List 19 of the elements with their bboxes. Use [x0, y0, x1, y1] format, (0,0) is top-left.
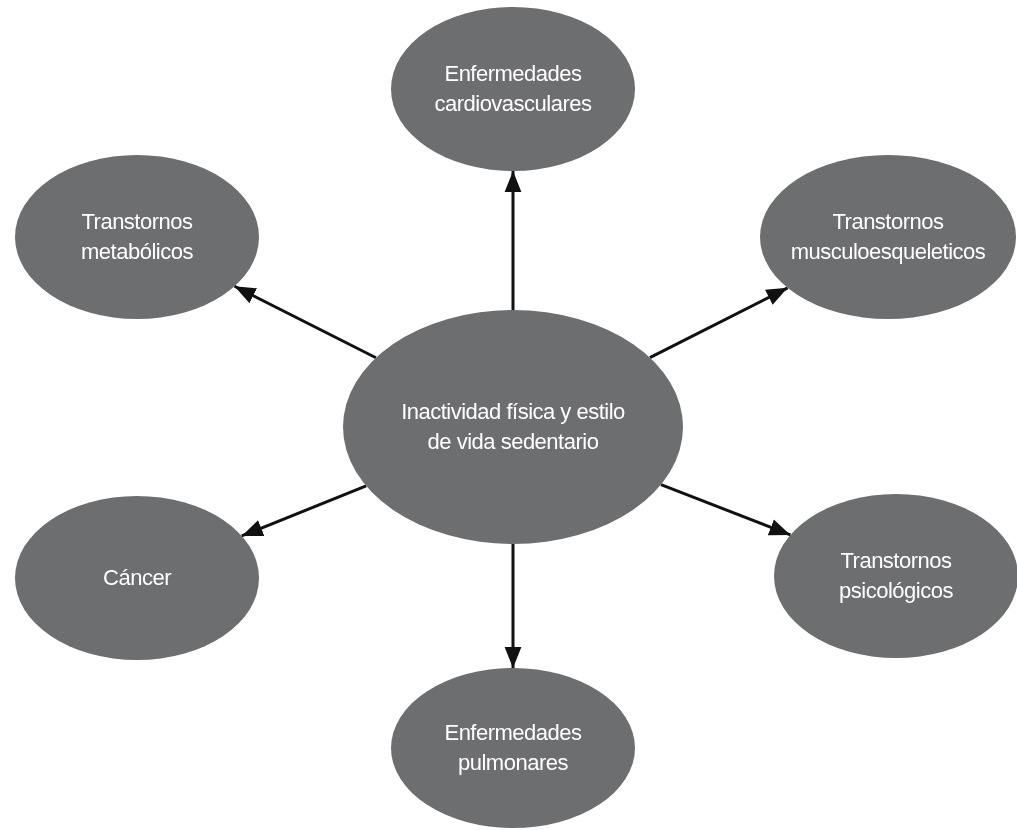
arrow: [504, 544, 522, 668]
arrow: [504, 171, 522, 310]
ellipse-node: [391, 668, 635, 828]
ellipse-node: [760, 155, 1016, 319]
node-label: Inactividad física y estilo de vida sedentario: [400, 398, 626, 456]
node-label: Transtornos metabólicos: [80, 208, 194, 266]
ellipse-node: [343, 310, 683, 544]
node-label: Enfermedades cardiovasculares: [433, 60, 593, 118]
arrow: [660, 483, 791, 537]
node-label: Enfermedades pulmonares: [443, 719, 583, 777]
ellipse-node: [15, 496, 259, 660]
arrow: [241, 484, 367, 538]
node-label: Transtornos psicológicos: [838, 547, 954, 605]
arrow: [649, 286, 789, 359]
ellipse-node: [15, 155, 259, 319]
arrow: [233, 284, 377, 360]
ellipse-node: [391, 7, 635, 171]
node-label: Cáncer: [103, 564, 171, 592]
node-label: Transtornos musculoesqueleticos: [789, 208, 987, 266]
